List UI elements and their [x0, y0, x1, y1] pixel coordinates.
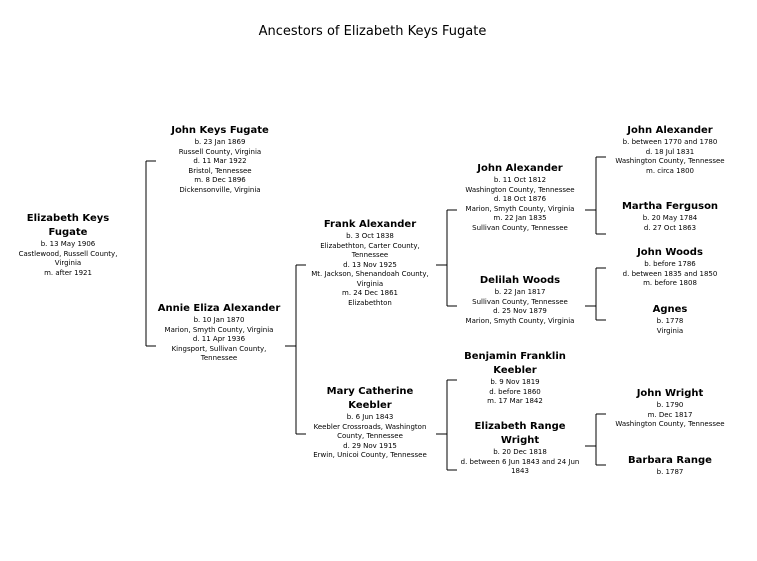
person-name: John Keys Fugate [171, 125, 269, 136]
person-name: John Woods [637, 247, 703, 258]
person-delilah-woods: Delilah Woods b. 22 Jan 1817 Sullivan Co… [455, 274, 585, 326]
person-detail: Washington County, Tennessee [615, 157, 725, 165]
person-detail: Washington County, Tennessee [615, 420, 725, 428]
person-name: Mary Catherine Keebler [326, 386, 414, 411]
person-martha-ferguson: Martha Ferguson b. 20 May 1784 d. 27 Oct… [605, 200, 735, 233]
person-detail: m. 8 Dec 1896 [194, 176, 246, 184]
person-detail: Elizabethton, Carter County, Tennessee [320, 241, 420, 260]
person-detail: m. 22 Jan 1835 [493, 214, 547, 222]
person-name: Barbara Range [628, 455, 712, 466]
person-name: John Alexander [477, 163, 563, 174]
person-annie-eliza-alexander: Annie Eliza Alexander b. 10 Jan 1870 Mar… [155, 302, 283, 364]
person-detail: Erwin, Unicoi County, Tennessee [313, 451, 427, 459]
person-name: Elizabeth Range Wright [474, 421, 566, 446]
person-elizabeth-range-wright: Elizabeth Range Wright b. 20 Dec 1818 d.… [455, 420, 585, 477]
person-detail: m. Dec 1817 [647, 410, 693, 419]
person-detail: b. 10 Jan 1870 [193, 316, 245, 324]
person-name: Annie Eliza Alexander [157, 303, 281, 314]
person-detail: b. 1787 [656, 468, 684, 476]
person-detail: Virginia [656, 326, 684, 335]
person-detail: m. before 1808 [643, 279, 697, 287]
person-detail: Mt. Jackson, Shenandoah County, Virginia [311, 270, 429, 288]
person-detail: d. 18 Oct 1876 [493, 195, 547, 203]
person-detail: Elizabethton [348, 298, 392, 307]
person-detail: b. 13 May 1906 [40, 240, 96, 248]
person-detail: d. 13 Nov 1925 [343, 260, 397, 269]
person-detail: Kingsport, Sullivan County, Tennessee [171, 344, 267, 363]
person-detail: b. between 1770 and 1780 [622, 138, 718, 146]
person-detail: b. 11 Oct 1812 [493, 176, 547, 184]
person-detail: Castlewood, Russell County, Virginia [18, 249, 118, 268]
person-name: Elizabeth Keys Fugate [26, 213, 110, 238]
person-mary-catherine-keebler: Mary Catherine Keebler b. 6 Jun 1843 Kee… [305, 385, 435, 461]
person-detail: b. 1790 [656, 401, 684, 409]
person-detail: b. 20 Dec 1818 [493, 448, 547, 456]
person-detail: d. 25 Nov 1879 [493, 307, 547, 315]
person-detail: b. 23 Jan 1869 [194, 138, 246, 146]
person-detail: b. 1778 [656, 317, 684, 325]
person-frank-alexander: Frank Alexander b. 3 Oct 1838 Elizabetht… [305, 218, 435, 308]
person-john-keys-fugate: John Keys Fugate b. 23 Jan 1869 Russell … [155, 124, 285, 195]
person-detail: d. before 1860 [489, 387, 541, 396]
person-benjamin-franklin-keebler: Benjamin Franklin Keebler b. 9 Nov 1819 … [455, 350, 575, 407]
person-detail: Marion, Smyth County, Virginia [465, 204, 575, 213]
person-detail: d. 11 Mar 1922 [193, 157, 247, 165]
person-detail: b. 6 Jun 1843 [346, 413, 394, 421]
person-detail: m. 17 Mar 1842 [487, 397, 543, 405]
person-detail: b. before 1786 [644, 260, 696, 268]
person-elizabeth-keys-fugate: Elizabeth Keys Fugate b. 13 May 1906 Cas… [12, 212, 124, 278]
person-detail: Dickensonville, Virginia [179, 185, 261, 194]
person-detail: Sullivan County, Tennessee [472, 297, 568, 306]
chart-title: Ancestors of Elizabeth Keys Fugate [258, 24, 487, 39]
person-detail: b. 9 Nov 1819 [490, 378, 540, 386]
person-detail: b. 20 May 1784 [642, 214, 698, 222]
person-name: John Wright [636, 388, 704, 399]
person-detail: Marion, Smyth County, Virginia [465, 316, 575, 325]
person-john-alexander-1812: John Alexander b. 11 Oct 1812 Washington… [455, 162, 585, 233]
person-name: Delilah Woods [479, 275, 561, 286]
person-detail: b. 3 Oct 1838 [346, 232, 394, 240]
person-detail: d. between 6 Jun 1843 and 24 Jun 1843 [460, 457, 580, 476]
person-detail: d. 27 Oct 1863 [643, 223, 697, 232]
person-name: Frank Alexander [323, 219, 417, 230]
person-name: Benjamin Franklin Keebler [464, 351, 566, 376]
person-barbara-range: Barbara Range b. 1787 [605, 454, 735, 478]
person-detail: Sullivan County, Tennessee [472, 223, 568, 232]
person-name: John Alexander [627, 125, 713, 136]
person-detail: d. 18 Jul 1831 [645, 147, 695, 156]
person-john-woods: John Woods b. before 1786 d. between 183… [605, 246, 735, 289]
person-detail: Washington County, Tennessee [465, 185, 575, 194]
person-detail: Bristol, Tennessee [188, 166, 252, 175]
person-detail: m. after 1921 [44, 268, 92, 277]
person-agnes: Agnes b. 1778 Virginia [605, 303, 735, 336]
person-detail: Keebler Crossroads, Washington County, T… [313, 422, 427, 441]
person-detail: d. between 1835 and 1850 [622, 269, 718, 278]
person-name: Martha Ferguson [621, 201, 719, 212]
person-john-alexander-1770: John Alexander b. between 1770 and 1780 … [605, 124, 735, 176]
person-detail: d. 11 Apr 1936 [192, 335, 246, 343]
person-detail: m. circa 1800 [646, 166, 694, 175]
person-detail: m. 24 Dec 1861 [342, 289, 398, 297]
person-detail: Russell County, Virginia [178, 147, 262, 156]
person-john-wright: John Wright b. 1790 m. Dec 1817 Washingt… [605, 387, 735, 430]
person-detail: Marion, Smyth County, Virginia [164, 325, 274, 334]
person-detail: d. 29 Nov 1915 [343, 441, 397, 450]
person-name: Agnes [652, 304, 688, 315]
person-detail: b. 22 Jan 1817 [494, 288, 546, 296]
